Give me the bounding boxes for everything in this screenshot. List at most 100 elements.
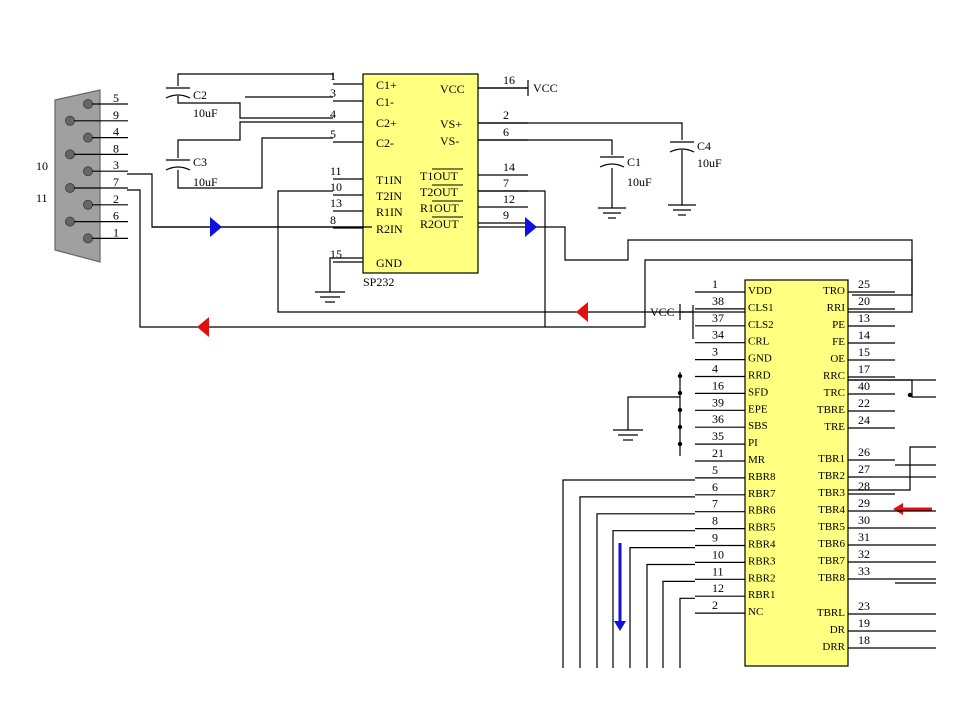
pin-label: TRE	[824, 421, 845, 433]
pin-label: MR	[748, 454, 766, 466]
sp232-name: SP232	[363, 275, 394, 289]
signal-arrows	[197, 217, 932, 631]
pin-label: DRR	[822, 641, 845, 653]
c2-value: 10uF	[193, 106, 218, 120]
pin-label: RRC	[823, 370, 845, 382]
pin-number: 32	[858, 547, 870, 561]
pin-label: TBR2	[818, 470, 845, 482]
pin-label: EPE	[748, 403, 768, 415]
rbr-line	[596, 513, 695, 668]
pin-number: 29	[858, 496, 870, 510]
pin-label: TBR7	[818, 555, 845, 567]
ground-symbol-c4	[668, 204, 696, 216]
pin-label: C2-	[376, 136, 394, 150]
pin-number: 13	[330, 196, 342, 210]
pin-label: FE	[832, 336, 845, 348]
sp232-cap-wiring	[177, 73, 683, 208]
pin-number: 15	[858, 345, 870, 359]
pin-label: DR	[830, 624, 846, 636]
db9-pin-7: 7	[65, 175, 128, 193]
wire-db9-pin7-to-rri	[127, 189, 913, 328]
capacitor-c1: C1 10uF	[599, 155, 652, 189]
pin-label: TRO	[823, 285, 845, 297]
pin-label: RBR2	[748, 572, 776, 584]
sp232-pin-c2-: 5C2-	[330, 127, 394, 150]
db9-pin-9: 9	[65, 108, 128, 126]
db9-pin-1: 1	[83, 225, 128, 244]
ground-symbol-sp232	[315, 257, 363, 303]
arrow-red-left-1	[576, 302, 588, 322]
capacitor-c2: C2 10uF	[165, 87, 218, 120]
pin-number: 33	[858, 564, 870, 578]
rbr-line	[562, 479, 695, 668]
pin-number: 9	[503, 208, 509, 222]
c4-ref: C4	[697, 139, 711, 153]
pin-number: 18	[858, 633, 870, 647]
pin-number: 11	[330, 164, 342, 178]
pin-number: 40	[858, 379, 870, 393]
pin-label: RBR1	[748, 589, 776, 601]
pin-label: VS-	[440, 134, 459, 148]
db9-pin-number: 3	[113, 158, 119, 172]
arrow-blue-right-1	[210, 217, 222, 237]
pin-number: 16	[503, 73, 515, 87]
pin-label: R2IN	[376, 222, 403, 236]
pin-number: 14	[858, 328, 870, 342]
pin-number: 7	[503, 176, 509, 190]
db9-pin-3: 3	[83, 158, 128, 177]
pin-label: CLS1	[748, 302, 774, 314]
pin-number: 19	[858, 616, 870, 630]
uart-junction-dots	[677, 373, 683, 447]
pin-number: 5	[330, 127, 336, 141]
pin-number: 3	[330, 86, 336, 100]
pin-number: 2	[712, 598, 718, 612]
pin-label: RBR7	[748, 488, 776, 500]
pin-number: 28	[858, 479, 870, 493]
pin-number: 27	[858, 462, 870, 476]
pin-label: TBR1	[818, 453, 845, 465]
connector-label-11: 11	[36, 191, 48, 205]
pin-label: R2OUT	[420, 217, 459, 231]
db9-pin-number: 6	[113, 209, 119, 223]
sp232-pin-c2+: 4C2+	[330, 107, 397, 130]
pin-number: 36	[712, 412, 724, 426]
pin-label: PI	[748, 437, 758, 449]
db9-pin-number: 4	[113, 125, 119, 139]
pin-number: 4	[712, 362, 718, 376]
db9-pin-2: 2	[83, 192, 128, 210]
c1-value: 10uF	[627, 175, 652, 189]
pin-number: 30	[858, 513, 870, 527]
arrow-red-left-2	[197, 317, 209, 337]
pin-label: RRI	[827, 302, 846, 314]
pin-label: TBR5	[818, 521, 845, 533]
pin-label: VS+	[440, 117, 462, 131]
pin-label: TBR6	[818, 538, 845, 550]
uart-body	[744, 279, 849, 667]
pin-label: TBR3	[818, 487, 845, 499]
pin-label: TBR4	[818, 504, 845, 516]
c4-value: 10uF	[697, 156, 722, 170]
pin-label: T2OUT	[420, 185, 459, 199]
pin-number: 31	[858, 530, 870, 544]
